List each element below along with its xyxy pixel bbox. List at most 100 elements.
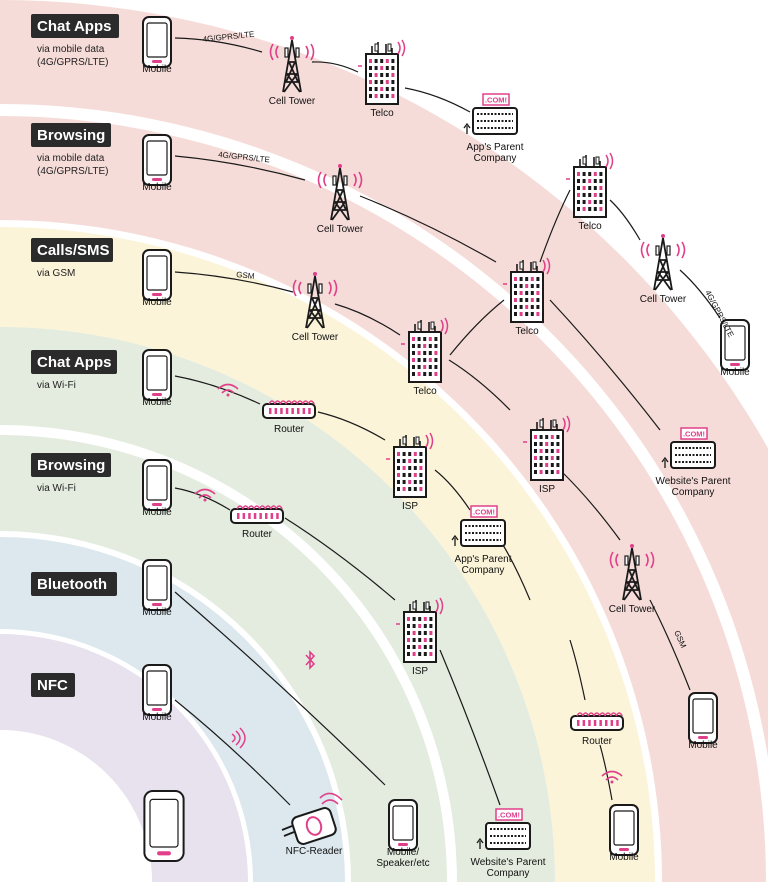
row-title-badge bbox=[31, 673, 75, 697]
row-title-group: Calls/SMS via GSM bbox=[31, 238, 113, 279]
wifi-icon bbox=[601, 770, 623, 784]
connection-line bbox=[679, 269, 721, 319]
connection-line bbox=[448, 359, 511, 411]
row-title-badge bbox=[31, 350, 117, 374]
node-label: Cell Tower bbox=[609, 604, 656, 615]
node-label: Company bbox=[462, 565, 505, 576]
connection-line bbox=[311, 61, 359, 73]
row-title: Chat Apps bbox=[37, 354, 111, 371]
wifi-icon bbox=[217, 383, 239, 397]
connection-line bbox=[539, 189, 571, 263]
server-icon: .COM! bbox=[476, 808, 531, 850]
center-area bbox=[0, 730, 152, 882]
node-label: Mobile bbox=[142, 507, 172, 518]
node-phone: Mobile bbox=[142, 134, 172, 193]
server-icon: .COM! bbox=[661, 427, 716, 469]
row-title-badge bbox=[31, 572, 117, 596]
phone-icon bbox=[142, 559, 172, 611]
connection-line bbox=[174, 155, 306, 181]
node-label: ISP bbox=[539, 484, 555, 495]
connection-line bbox=[359, 195, 497, 263]
phone-icon bbox=[688, 692, 718, 744]
row-title: Browsing bbox=[37, 127, 105, 144]
node-label: Mobile bbox=[720, 367, 750, 378]
phone-icon bbox=[720, 319, 750, 371]
row-title: Calls/SMS bbox=[37, 242, 110, 259]
row-title: Bluetooth bbox=[37, 576, 107, 593]
connection-line bbox=[569, 639, 586, 701]
row-title-badge bbox=[31, 123, 111, 147]
node-label: App's Parent bbox=[467, 142, 524, 153]
connection-line bbox=[559, 469, 621, 541]
node-phone: Mobile/Speaker/etc bbox=[376, 799, 430, 869]
router-icon bbox=[230, 505, 284, 524]
node-tower: Cell Tower bbox=[640, 234, 687, 305]
node-label: Cell Tower bbox=[317, 224, 364, 235]
router-icon bbox=[262, 400, 316, 419]
connection-line bbox=[174, 591, 386, 786]
node-label: Mobile bbox=[609, 852, 639, 863]
node-label: Mobile bbox=[142, 297, 172, 308]
band-calls-sms bbox=[0, 227, 655, 882]
row-title-badge bbox=[31, 453, 111, 477]
node-label: Telco bbox=[370, 108, 394, 119]
phone-icon bbox=[142, 459, 172, 511]
node-building: Telco bbox=[503, 257, 551, 337]
node-label: Website's Parent bbox=[655, 476, 730, 487]
building-icon bbox=[386, 432, 434, 498]
server-sign-text: .COM! bbox=[498, 811, 520, 820]
building-icon bbox=[401, 317, 449, 383]
nfc-icon bbox=[281, 792, 343, 845]
connection-line bbox=[404, 87, 471, 113]
phone-icon bbox=[142, 16, 172, 68]
node-label: Mobile bbox=[142, 712, 172, 723]
node-label: Website's Parent bbox=[470, 857, 545, 868]
node-label: Router bbox=[582, 736, 613, 747]
server-icon: .COM! bbox=[463, 93, 518, 135]
node-label: Company bbox=[487, 868, 530, 879]
node-label: Mobile bbox=[142, 607, 172, 618]
building-icon bbox=[396, 597, 444, 663]
connection-line bbox=[449, 299, 505, 356]
node-phone: Mobile bbox=[142, 559, 172, 618]
connection-line bbox=[317, 411, 386, 441]
router-icon bbox=[570, 712, 624, 731]
connection-line bbox=[174, 37, 263, 53]
row-title-badge bbox=[31, 14, 119, 38]
phone-icon bbox=[142, 249, 172, 301]
server-sign-text: .COM! bbox=[683, 430, 705, 439]
node-phone: Mobile bbox=[720, 319, 750, 378]
row-subtitle-2: (4G/GPRS/LTE) bbox=[37, 57, 109, 68]
building-icon bbox=[503, 257, 551, 323]
connection-line bbox=[649, 599, 691, 691]
node-building: ISP bbox=[396, 597, 444, 677]
band-browsing-mobile bbox=[0, 116, 766, 882]
connection-line bbox=[434, 469, 471, 511]
node-router: Router bbox=[570, 712, 624, 747]
node-label: Router bbox=[242, 529, 273, 540]
node-phone: Mobile bbox=[142, 349, 172, 408]
node-label: ISP bbox=[412, 666, 428, 677]
connection-line bbox=[334, 303, 401, 336]
tower-icon bbox=[640, 234, 686, 291]
node-tower: Cell Tower bbox=[269, 36, 316, 107]
node-phone: Mobile bbox=[142, 664, 172, 723]
node-tower: Cell Tower bbox=[609, 544, 656, 615]
row-subtitle: via GSM bbox=[37, 268, 75, 279]
phone-icon bbox=[142, 349, 172, 401]
row-title-group: NFC bbox=[31, 673, 75, 697]
node-label: ISP bbox=[402, 501, 418, 512]
building-icon bbox=[523, 415, 571, 481]
node-building: Telco bbox=[358, 39, 406, 119]
node-label: Company bbox=[474, 153, 517, 164]
node-label: Cell Tower bbox=[640, 294, 687, 305]
phone-icon bbox=[609, 804, 639, 856]
connection-line bbox=[174, 375, 261, 405]
